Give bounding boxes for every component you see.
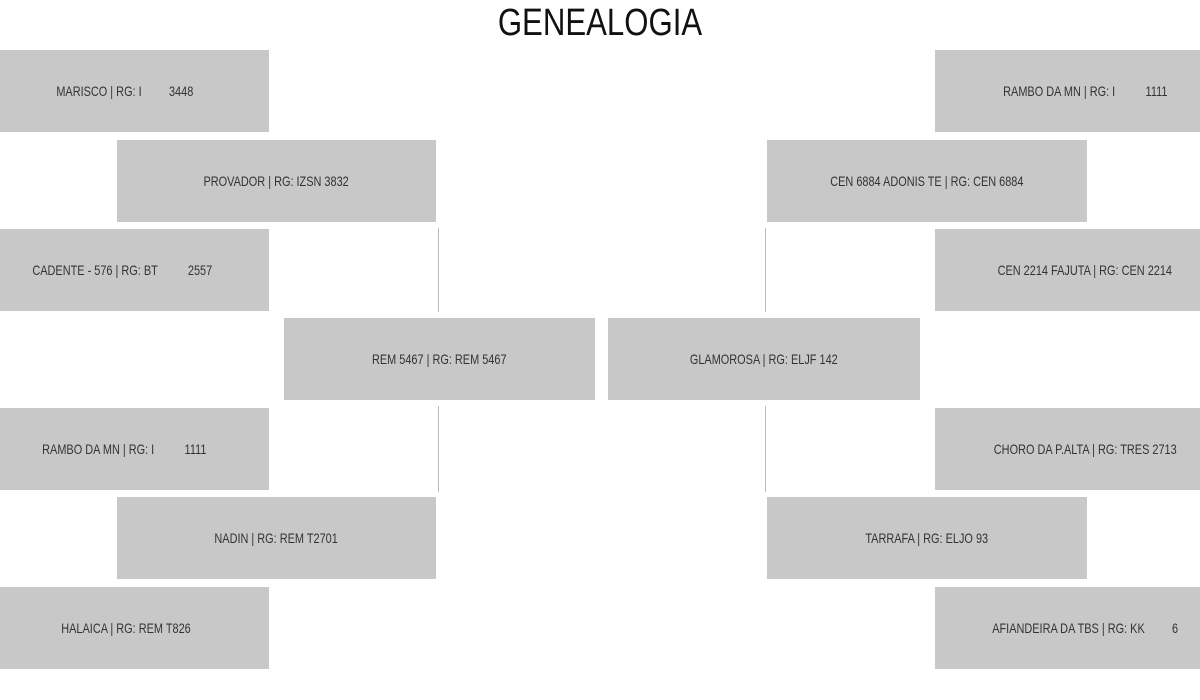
right-sire-dam-box: CEN 2214 FAJUTA | RG: CEN 2214: [935, 229, 1200, 311]
right-subject-label: GLAMOROSA | RG: ELJF 142: [690, 351, 838, 367]
left-upper-connector: [438, 228, 439, 312]
left-dam-dam-label: HALAICA | RG: REM T826: [60, 620, 191, 636]
right-sire-box: CEN 6884 ADONIS TE | RG: CEN 6884: [767, 140, 1087, 222]
left-subject-label: REM 5467 | RG: REM 5467: [372, 351, 507, 367]
left-subject-box: REM 5467 | RG: REM 5467: [284, 318, 595, 400]
right-dam-sire-box: CHORO DA P.ALTA | RG: TRES 2713: [935, 408, 1200, 490]
left-sire-dam-box: CADENTE - 576 | RG: BT 2557: [0, 229, 269, 311]
left-dam-sire-label: RAMBO DA MN | RG: I 1111: [42, 441, 207, 457]
left-dam-sire-box: RAMBO DA MN | RG: I 1111: [0, 408, 269, 490]
right-lower-connector: [765, 406, 766, 492]
left-dam-dam-box: HALAICA | RG: REM T826: [0, 587, 269, 669]
right-subject-box: GLAMOROSA | RG: ELJF 142: [608, 318, 920, 400]
left-sire-sire-box: MARISCO | RG: I 3448: [0, 50, 269, 132]
left-sire-label: PROVADOR | RG: IZSN 3832: [203, 173, 350, 189]
left-sire-box: PROVADOR | RG: IZSN 3832: [117, 140, 436, 222]
right-dam-dam-label: AFIANDEIRA DA TBS | RG: KK 6: [992, 620, 1178, 636]
right-sire-dam-label: CEN 2214 FAJUTA | RG: CEN 2214: [997, 262, 1173, 278]
left-sire-sire-label: MARISCO | RG: I 3448: [56, 83, 193, 99]
left-dam-box: NADIN | RG: REM T2701: [117, 497, 436, 579]
left-sire-dam-label: CADENTE - 576 | RG: BT 2557: [32, 262, 213, 278]
right-dam-label: TARRAFA | RG: ELJO 93: [865, 530, 989, 546]
left-lower-connector: [438, 406, 439, 492]
page-title: GENEALOGIA: [497, 2, 703, 44]
right-dam-box: TARRAFA | RG: ELJO 93: [767, 497, 1087, 579]
right-sire-sire-box: RAMBO DA MN | RG: I 1111: [935, 50, 1200, 132]
right-upper-connector: [765, 228, 766, 312]
right-dam-dam-box: AFIANDEIRA DA TBS | RG: KK 6: [935, 587, 1200, 669]
right-sire-sire-label: RAMBO DA MN | RG: I 1111: [1002, 83, 1168, 99]
right-dam-sire-label: CHORO DA P.ALTA | RG: TRES 2713: [993, 441, 1177, 457]
left-dam-label: NADIN | RG: REM T2701: [214, 530, 339, 546]
right-sire-label: CEN 6884 ADONIS TE | RG: CEN 6884: [830, 173, 1024, 189]
